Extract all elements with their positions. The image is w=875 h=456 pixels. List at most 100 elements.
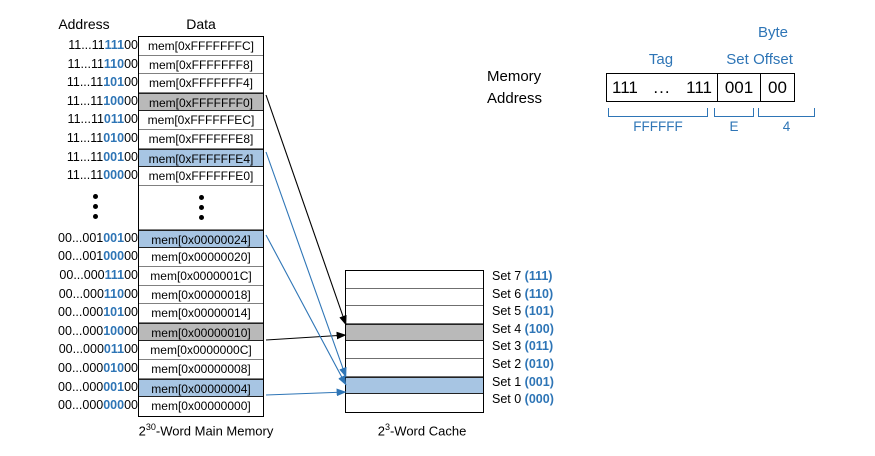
main-memory-caption: 230-Word Main Memory bbox=[96, 422, 316, 438]
cache-set-bits: (101) bbox=[524, 304, 554, 319]
set-hex-value: E bbox=[729, 119, 739, 134]
cache-caption-base: 2 bbox=[377, 423, 385, 439]
address-prefix-bits: 11...11 bbox=[66, 75, 104, 90]
memory-row: mem[0x00000020] bbox=[139, 248, 263, 267]
set-field-label: Set bbox=[726, 51, 749, 68]
address-set-bits: 110 bbox=[103, 56, 125, 71]
cache-set-bits: (010) bbox=[524, 356, 554, 371]
set-hex-brace bbox=[714, 108, 754, 117]
address-offset-bits: 00 bbox=[124, 398, 138, 413]
cache-set-row bbox=[346, 271, 483, 289]
arrow-mem00000010-to-set4 bbox=[265, 331, 347, 341]
address-prefix-bits: 00...000 bbox=[59, 267, 105, 282]
address-set-bits: 001 bbox=[103, 379, 125, 394]
address-prefix-bits: 11...11 bbox=[66, 168, 104, 183]
address-set-bits: 000 bbox=[103, 249, 125, 264]
memory-row: mem[0xFFFFFFEC] bbox=[139, 111, 263, 130]
address-prefix-bits: 00...000 bbox=[58, 286, 104, 301]
cache-set-name: Set 1 bbox=[492, 374, 525, 389]
cache-set-name: Set 3 bbox=[492, 339, 525, 354]
tag-hex-brace bbox=[608, 108, 708, 117]
address-row: 00...00011000 bbox=[30, 285, 138, 304]
address-row: 00...00000000 bbox=[30, 396, 138, 415]
cache-caption: 23-Word Cache bbox=[347, 422, 497, 438]
address-set-bits: 011 bbox=[103, 342, 125, 357]
cache-set-label: Set 3 (011) bbox=[492, 338, 554, 356]
address-offset-bits: 00 bbox=[124, 249, 138, 264]
tag-field-label: Tag bbox=[648, 51, 674, 68]
memory-address-label: Memory Address bbox=[487, 66, 542, 110]
address-prefix-bits: 00...000 bbox=[58, 360, 104, 375]
address-row: 11...1111000 bbox=[30, 55, 138, 74]
cache-set-bits: (000) bbox=[524, 392, 554, 407]
address-offset-bits: 00 bbox=[124, 38, 138, 52]
cache-set-row bbox=[346, 394, 483, 412]
address-ellipsis bbox=[30, 185, 138, 229]
address-row: 11...1110000 bbox=[30, 92, 138, 111]
cache-caption-exponent: 3 bbox=[384, 422, 390, 432]
cache-set-name: Set 7 bbox=[492, 269, 525, 283]
main-memory-caption-text: -Word Main Memory bbox=[155, 423, 274, 439]
address-set-bits: 111 bbox=[104, 267, 125, 282]
address-set-bits: 000 bbox=[103, 168, 125, 183]
cache-set-row bbox=[346, 341, 483, 359]
tag-field: 111 ... 111 bbox=[607, 74, 717, 101]
address-prefix-bits: 00...000 bbox=[58, 342, 104, 357]
address-row: 11...1110100 bbox=[30, 73, 138, 92]
address-offset-bits: 00 bbox=[124, 379, 138, 394]
cache-set-bits: (111) bbox=[524, 269, 553, 283]
address-row: 00...00001100 bbox=[30, 340, 138, 359]
memory-row: mem[0x00000018] bbox=[139, 285, 263, 305]
byte-label: Byte bbox=[757, 24, 788, 41]
address-offset-bits: 00 bbox=[124, 342, 138, 357]
cache-set-bits: (110) bbox=[524, 286, 554, 301]
address-set-bits: 010 bbox=[103, 130, 125, 145]
main-memory-table: mem[0xFFFFFFFC]mem[0xFFFFFFF8]mem[0xFFFF… bbox=[138, 36, 264, 417]
address-prefix-bits: 00...001 bbox=[58, 230, 104, 245]
address-set-bits: 010 bbox=[103, 360, 125, 375]
address-set-bits: 101 bbox=[103, 305, 125, 320]
address-offset-bits: 00 bbox=[124, 130, 138, 145]
set-field: 001 bbox=[717, 74, 760, 101]
address-prefix-bits: 11...11 bbox=[67, 112, 104, 127]
address-prefix-bits: 11...11 bbox=[66, 130, 104, 145]
address-set-bits: 101 bbox=[103, 75, 125, 90]
cache-set-row bbox=[346, 306, 483, 324]
cache-set-row bbox=[346, 376, 483, 395]
memory-row: mem[0xFFFFFFE8] bbox=[139, 129, 263, 149]
address-row: 11...1101000 bbox=[30, 129, 138, 148]
cache-set-bits: (001) bbox=[524, 374, 554, 389]
address-offset-bits: 00 bbox=[124, 286, 138, 301]
cache-set-labels: Set 7 (111) Set 6 (110)Set 5 (101) Set 4 (… bbox=[492, 268, 554, 409]
cache-set-name: Set 0 bbox=[492, 392, 525, 407]
cache-set-label: Set 6 (110) bbox=[492, 286, 554, 304]
main-memory-caption-base: 2 bbox=[138, 423, 146, 439]
address-set-bits: 100 bbox=[103, 93, 125, 108]
cache-caption-text: -Word Cache bbox=[389, 423, 467, 439]
cache-set-name: Set 5 bbox=[492, 304, 525, 319]
address-prefix-bits: 11...11 bbox=[68, 38, 105, 52]
cache-set-row bbox=[346, 323, 483, 342]
memory-row: mem[0xFFFFFFE0] bbox=[139, 167, 263, 186]
address-prefix-bits: 11...11 bbox=[66, 93, 104, 108]
address-prefix-bits: 00...000 bbox=[58, 323, 104, 338]
cache-set-label: Set 1 (001) bbox=[492, 374, 554, 392]
memory-row: mem[0x0000001C] bbox=[139, 266, 263, 286]
tag-bits-ellipsis: ... bbox=[653, 77, 671, 97]
address-offset-bits: 00 bbox=[124, 305, 138, 320]
data-column-header: Data bbox=[186, 16, 216, 32]
cache-set-label: Set 0 (000) bbox=[492, 391, 554, 409]
cache-set-row bbox=[346, 288, 483, 307]
memory-row: mem[0xFFFFFFF8] bbox=[139, 55, 263, 75]
cache-set-label: Set 4 (100) bbox=[492, 321, 554, 339]
address-row: 00...00001000 bbox=[30, 359, 138, 378]
main-memory-caption-exponent: 30 bbox=[145, 422, 156, 432]
address-row: 11...1111100 bbox=[30, 36, 138, 55]
address-offset-bits: 00 bbox=[124, 112, 138, 127]
address-offset-bits: 00 bbox=[124, 360, 138, 375]
address-row: 00...00010000 bbox=[30, 322, 138, 341]
cache-set-bits: (011) bbox=[524, 339, 554, 354]
memory-row: mem[0x0000000C] bbox=[139, 341, 263, 360]
